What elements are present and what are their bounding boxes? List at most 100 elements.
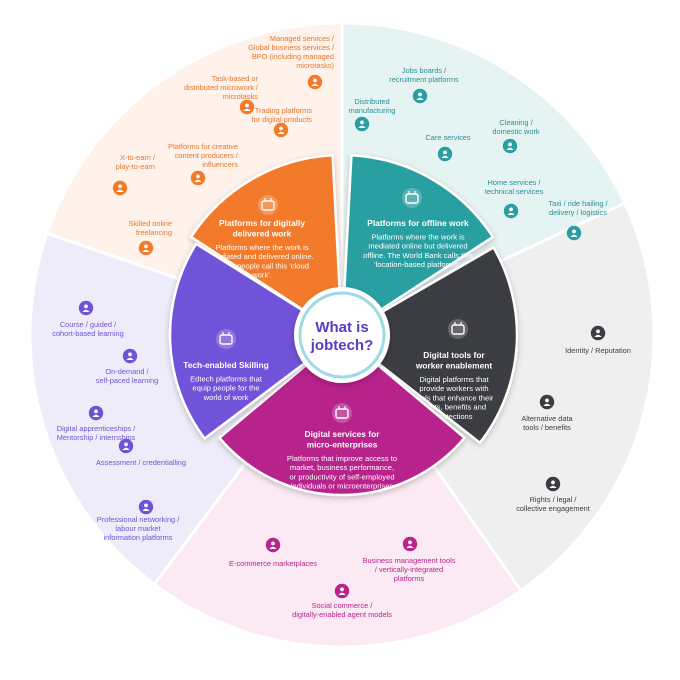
outer-item-label: Business management tools <box>363 556 456 565</box>
outer-item-label: for digital products <box>252 115 313 124</box>
outer-item-label: On-demand / <box>105 367 149 376</box>
outer-item-label: Alternative data <box>521 414 573 423</box>
outer-item-label: Mentorship / internships <box>57 433 136 442</box>
petal-description: equip people for the <box>192 384 259 393</box>
outer-item-care-services[interactable]: Care services <box>425 133 471 162</box>
petal-description: Edtech platforms that <box>190 375 263 384</box>
outer-item-label: Skilled online <box>128 219 172 228</box>
outer-item-label: Identity / Reputation <box>565 346 631 355</box>
petal-description: or productivity of self-employed <box>289 472 394 481</box>
petal-title: Tech-enabled Skilling <box>183 360 268 370</box>
outer-item-label: influencers <box>202 160 238 169</box>
petal-title: Digital services for <box>305 429 381 439</box>
outer-item-label: Home services / <box>488 178 542 187</box>
petal-description: market, business performance, <box>290 463 394 472</box>
fingerprint-icon <box>590 325 606 341</box>
outer-item-social-commerce[interactable]: Social commerce /digitally-enabled agent… <box>292 583 392 619</box>
factory-icon <box>354 116 370 132</box>
petal-title: Platforms for offline work <box>367 218 469 228</box>
petal-title: delivered work <box>233 229 292 239</box>
petal-description: provide workers with <box>419 384 488 393</box>
outer-item-label: platforms <box>394 574 425 583</box>
outer-item-label: E-commerce marketplaces <box>229 559 317 568</box>
care-icon <box>437 146 453 162</box>
star-icon <box>190 170 206 186</box>
outer-item-label: manufacturing <box>349 106 396 115</box>
outer-item-identity[interactable]: Identity / Reputation <box>565 325 631 355</box>
petal-description: Platforms that improve access to <box>287 454 397 463</box>
tools-icon <box>402 536 418 552</box>
outer-item-label: collective engagement <box>516 504 590 513</box>
outer-item-assessment[interactable]: Assessment / credentialling <box>96 438 186 467</box>
outer-item-label: labour market <box>115 524 160 533</box>
petal-description: protections <box>435 412 472 421</box>
outer-item-course-guided[interactable]: Course / guided /cohort-based learning <box>52 300 124 338</box>
petal-description: rights, benefits and <box>422 403 486 412</box>
petal-micro-enterprises[interactable]: Digital services formicro-enterprisesPla… <box>218 358 466 497</box>
outer-item-label: information platforms <box>103 533 172 542</box>
outer-item-label: digitally-enabled agent models <box>292 610 392 619</box>
outer-item-x-to-earn[interactable]: X-to-earn /play-to-earn <box>112 153 156 196</box>
briefcase-globe-icon <box>258 195 278 215</box>
outer-item-label: tools / benefits <box>523 423 571 432</box>
petal-description: mediated online but delivered <box>368 242 467 251</box>
toolbox-icon <box>503 203 519 219</box>
petal-description: Digital platforms that <box>419 375 489 384</box>
outer-item-label: Rights / legal / <box>530 495 578 504</box>
scales-icon <box>545 476 561 492</box>
outer-item-label: / vertically-integrated <box>375 565 443 574</box>
outer-item-label: Managed services / <box>270 34 335 43</box>
outer-item-on-demand[interactable]: On-demand /self-paced learning <box>96 348 158 385</box>
petal-description: individuals or microenterprises <box>291 482 394 491</box>
outer-item-home-services[interactable]: Home services /technical services <box>485 178 544 219</box>
search-icon <box>412 88 428 104</box>
outer-item-label: content producers / <box>175 151 239 160</box>
outer-item-label: freelancing <box>136 228 172 237</box>
petal-description: 'location-based platforms'. <box>374 260 462 269</box>
outer-item-taxi[interactable]: Taxi / ride hailing /delivery / logistic… <box>548 199 609 241</box>
outer-ring <box>29 22 655 648</box>
outer-item-label: Care services <box>425 133 470 142</box>
outer-item-label: cohort-based learning <box>52 329 124 338</box>
broom-icon <box>502 138 518 154</box>
outer-item-managed-services[interactable]: Managed services /Global business servic… <box>248 34 335 90</box>
outer-item-jobs-boards[interactable]: Jobs boards /recruitment platforms <box>389 66 459 104</box>
petal-description: Platforms where the work is <box>215 243 308 252</box>
petal-description: offline. The World Bank calls this <box>363 251 473 260</box>
outer-item-label: domestic work <box>492 127 540 136</box>
network-icon <box>138 499 154 515</box>
bank-icon <box>332 403 352 423</box>
outer-item-label: Cleaning / <box>499 118 533 127</box>
outer-item-professional-networking[interactable]: Professional networking /labour marketin… <box>97 499 181 542</box>
outer-item-label: Professional networking / <box>97 515 181 524</box>
tag-icon <box>265 537 281 553</box>
outer-item-rights-legal[interactable]: Rights / legal /collective engagement <box>516 476 590 513</box>
outer-item-ecommerce[interactable]: E-commerce marketplaces <box>229 537 317 568</box>
outer-item-label: microtasks <box>223 92 259 101</box>
outer-item-cleaning[interactable]: Cleaning /domestic work <box>492 118 540 154</box>
outer-item-apprenticeships[interactable]: Digital apprenticeships /Mentorship / in… <box>57 405 136 442</box>
outer-item-label: Trading platforms <box>255 106 313 115</box>
bar-chart-icon <box>448 319 468 339</box>
certificate-icon <box>118 438 134 454</box>
outer-item-business-tools[interactable]: Business management tools/ vertically-in… <box>363 536 456 583</box>
outer-item-label: Global business services / <box>248 43 335 52</box>
petal-description: tools that enhance their <box>415 393 494 402</box>
outer-item-label: Course / guided / <box>60 320 117 329</box>
person-icon <box>138 240 154 256</box>
group-icon <box>78 300 94 316</box>
gamepad-icon <box>112 180 128 196</box>
car-icon <box>566 225 582 241</box>
center-title-line1: What is <box>315 319 368 336</box>
